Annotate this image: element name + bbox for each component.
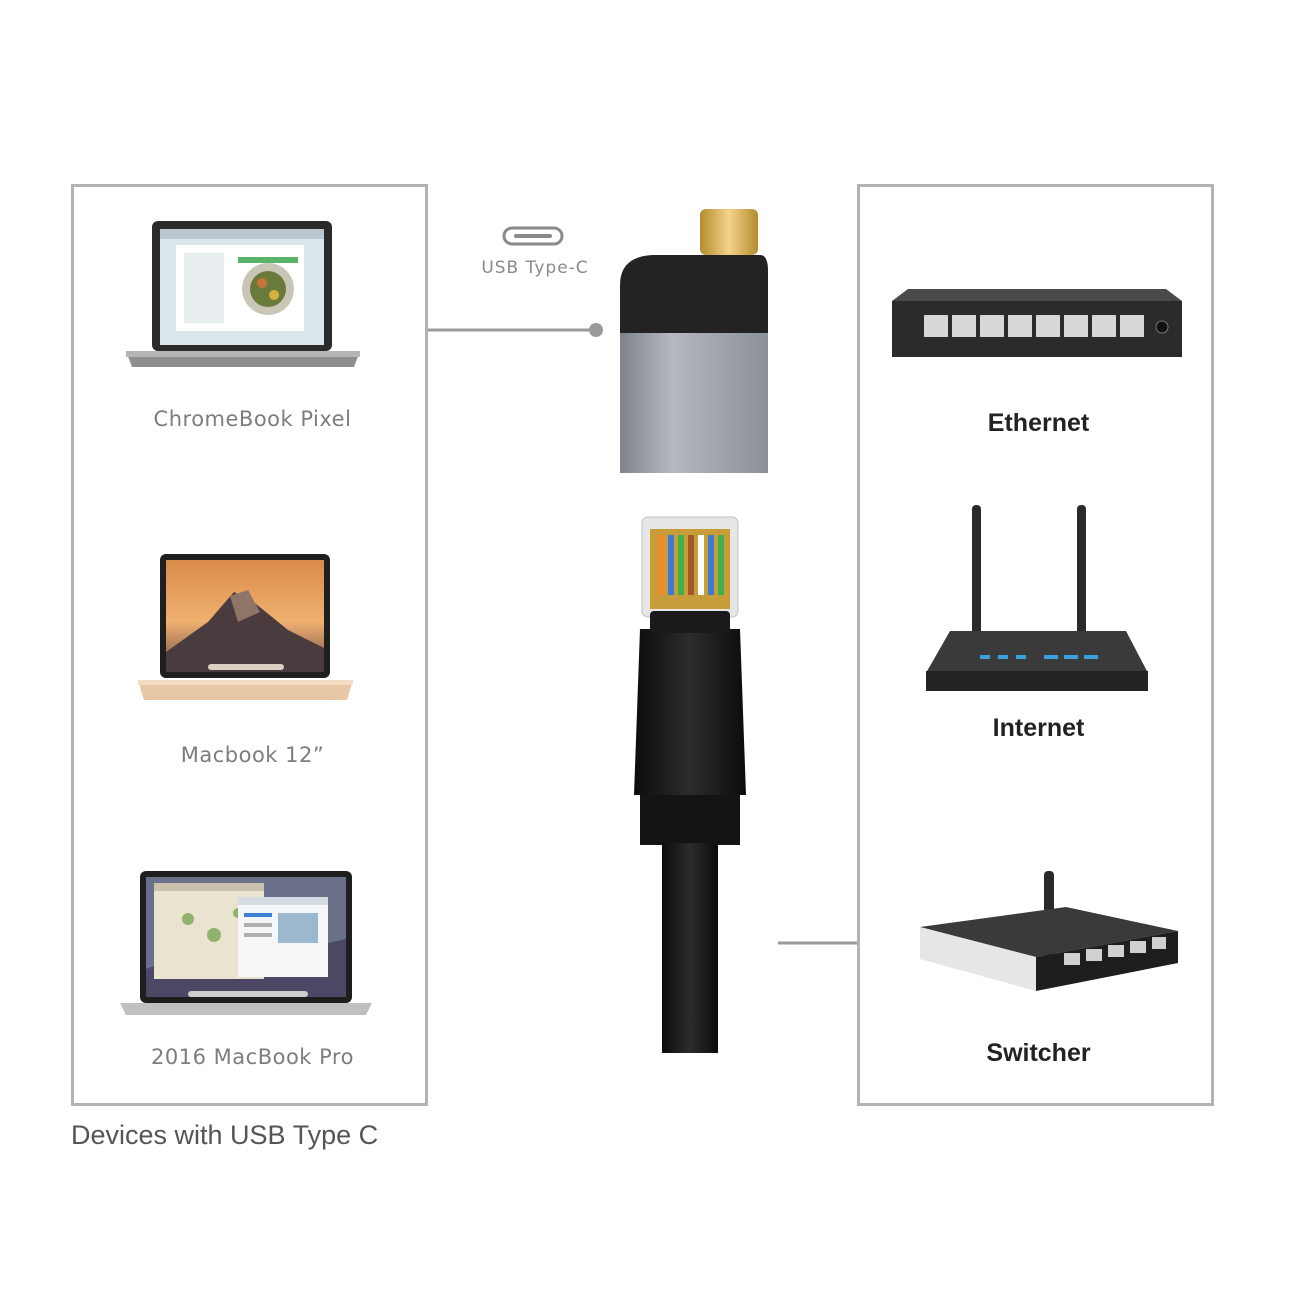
device-label-macbook-12: Macbook 12” [180, 743, 325, 767]
chromebook-pixel-laptop-icon [118, 217, 368, 387]
device-label-chromebook: ChromeBook Pixel [153, 407, 352, 431]
network-label-ethernet: Ethernet [987, 409, 1090, 437]
network-label-internet: Internet [992, 714, 1085, 742]
device-label-macbook-pro: 2016 MacBook Pro [151, 1045, 354, 1069]
ethernet-switch-icon [888, 287, 1186, 367]
rj45-cable-icon [634, 516, 746, 1053]
usb-c-port-icon [502, 226, 564, 246]
wifi-router-icon [920, 505, 1156, 700]
network-panel: Ethernet Internet Switc [857, 184, 1214, 1106]
connector-line-bottom [778, 941, 858, 945]
usb-c-adapter-icon [620, 209, 768, 473]
macbook-pro-laptop-icon [118, 869, 374, 1019]
network-label-switcher: Switcher [986, 1039, 1091, 1067]
devices-caption: Devices with USB Type C [71, 1120, 379, 1150]
devices-panel: ChromeBook Pixel Macbook 12” [71, 184, 428, 1106]
macbook-12-laptop-icon [138, 552, 353, 722]
usb-type-c-label: USB Type-C [481, 258, 589, 278]
connector-line-top [428, 323, 603, 337]
switcher-router-icon [916, 867, 1180, 1007]
